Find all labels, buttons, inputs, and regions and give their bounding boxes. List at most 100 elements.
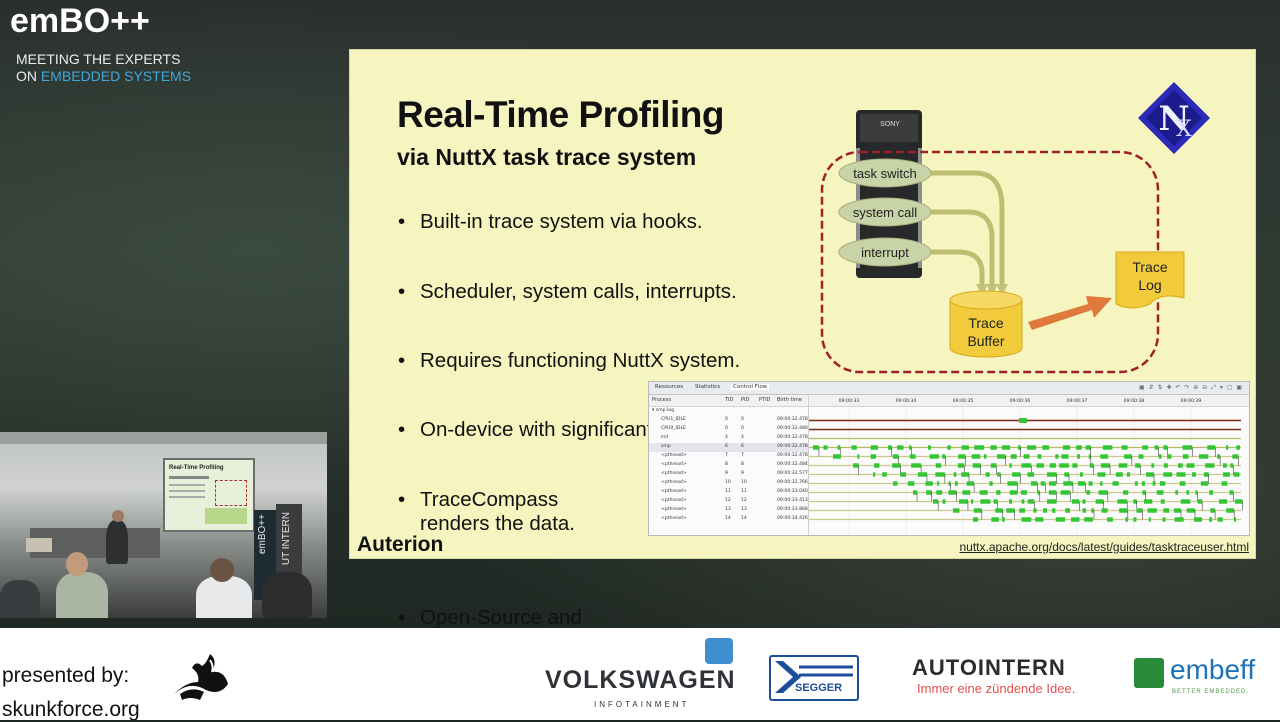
running-segment xyxy=(1221,481,1228,486)
reference-link[interactable]: nuttx.apache.org/docs/latest/guides/task… xyxy=(959,540,1250,554)
tid-cell: 4 xyxy=(725,435,728,440)
running-segment xyxy=(937,481,940,486)
birth-time-cell: 09:00:32.766 xyxy=(777,480,808,485)
tid-cell: 0 xyxy=(725,417,728,422)
birth-time-cell: 09:00:32.484 xyxy=(777,462,808,467)
bullet-item: Requires functioning NuttX system. xyxy=(396,349,800,373)
running-segment xyxy=(971,499,974,504)
running-segment xyxy=(1079,472,1083,477)
audience-member xyxy=(262,572,312,618)
running-segment xyxy=(1055,454,1059,459)
running-segment xyxy=(874,463,880,468)
tracecompass-window: Resources Statistics Control Flow ▣ ⇵ ⇅ … xyxy=(648,381,1250,536)
running-segment xyxy=(1148,517,1151,522)
running-segment xyxy=(1059,463,1069,468)
pid-cell: 0 xyxy=(741,426,744,431)
running-segment xyxy=(936,490,943,495)
running-segment xyxy=(1019,418,1027,423)
process-name: <pthread> xyxy=(661,516,687,521)
running-segment xyxy=(1030,481,1038,486)
audience-video: Real-Time Profiling emBO++ UT INTERN xyxy=(0,432,327,618)
tab-resources[interactable]: Resources xyxy=(655,384,684,390)
board-label: SONY xyxy=(880,121,900,128)
view-toolbar[interactable]: ▣ ⇵ ⇅ ✚ ↶ ↷ ⊕ ⊖ ⤢ ▾ ▢ ▣ xyxy=(1139,384,1243,391)
running-segment xyxy=(1088,454,1091,459)
running-segment xyxy=(942,454,946,459)
running-segment xyxy=(954,481,958,486)
running-segment xyxy=(1229,490,1234,495)
running-segment xyxy=(1019,508,1026,513)
tab-statistics[interactable]: Statistics xyxy=(695,384,721,390)
running-segment xyxy=(1063,481,1073,486)
running-segment xyxy=(1125,517,1129,522)
col-tid[interactable]: TID xyxy=(725,397,734,403)
running-segment xyxy=(1042,445,1050,450)
running-segment xyxy=(1233,472,1240,477)
running-segment xyxy=(1126,472,1131,477)
running-segment xyxy=(1052,508,1056,513)
running-segment xyxy=(1009,490,1018,495)
running-segment xyxy=(991,517,999,522)
running-segment xyxy=(1199,454,1209,459)
running-segment xyxy=(1133,517,1137,522)
running-segment xyxy=(997,454,1006,459)
running-segment xyxy=(1217,454,1221,459)
running-segment xyxy=(1192,472,1196,477)
running-segment xyxy=(1064,472,1070,477)
pid-cell: 12 xyxy=(741,498,747,503)
running-segment xyxy=(1006,508,1015,513)
slide-subtitle: via NuttX task trace system xyxy=(397,144,697,170)
running-segment xyxy=(882,472,887,477)
running-segment xyxy=(887,445,892,450)
running-segment xyxy=(1142,490,1146,495)
process-name: <pthread> xyxy=(661,471,687,476)
time-tick-label: 09:00:34 xyxy=(896,398,917,404)
tid-cell: 0 xyxy=(725,426,728,431)
running-segment xyxy=(1082,508,1086,513)
running-segment xyxy=(833,454,841,459)
vw-badge-icon xyxy=(705,638,733,664)
running-segment xyxy=(1223,463,1227,468)
volkswagen-logo: VOLKSWAGEN xyxy=(545,666,736,694)
presenter-site: skunkforce.org xyxy=(2,698,140,721)
pane-divider[interactable] xyxy=(808,395,809,535)
col-process[interactable]: Process xyxy=(652,397,671,403)
running-segment xyxy=(927,445,931,450)
tab-control-flow[interactable]: Control Flow xyxy=(731,384,770,390)
pid-cell: 8 xyxy=(741,462,744,467)
running-segment xyxy=(1209,517,1213,522)
running-segment xyxy=(1230,463,1234,468)
running-segment xyxy=(1226,508,1235,513)
col-pid[interactable]: PID xyxy=(741,397,750,403)
running-segment xyxy=(1089,463,1094,468)
tree-root[interactable]: ▾ smp.log xyxy=(649,407,809,416)
col-birth-time[interactable]: Birth time xyxy=(777,397,802,403)
running-segment xyxy=(929,454,939,459)
running-segment xyxy=(1152,481,1156,486)
projected-slide-title: Real-Time Profiling xyxy=(169,465,224,471)
col-ptid[interactable]: PTID xyxy=(759,397,771,403)
running-segment xyxy=(853,463,859,468)
running-segment xyxy=(1115,472,1123,477)
tid-cell: 14 xyxy=(725,516,731,521)
running-segment xyxy=(1082,499,1086,504)
running-segment xyxy=(948,490,957,495)
nuttx-logo: N X xyxy=(1138,82,1210,154)
running-segment xyxy=(1077,481,1086,486)
pid-cell: 13 xyxy=(741,507,747,512)
pid-cell: 4 xyxy=(741,435,744,440)
running-segment xyxy=(980,499,991,504)
